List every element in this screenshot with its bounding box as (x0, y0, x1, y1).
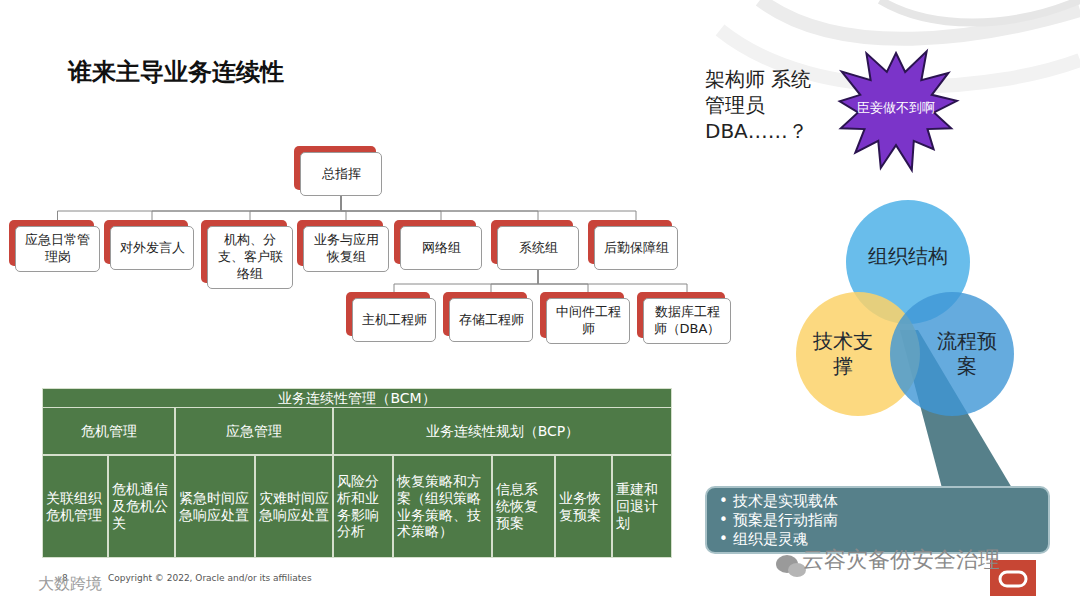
table-cell: 灾难时间应急响应处置 (255, 455, 333, 558)
cell-text: 重建和回退计划 (616, 481, 668, 531)
table-cell: 应急管理 (175, 407, 333, 455)
star-shape (840, 51, 957, 170)
node-label: 对外发言人 (120, 240, 185, 257)
table-cell: 业务恢复预案 (555, 455, 612, 558)
table-header: 业务连续性管理（BCM） (42, 388, 672, 408)
role-question: 架构师 系统管理员 DBA……？ (705, 66, 817, 144)
wechat-icon (776, 555, 806, 577)
org-box: 系统组 (497, 226, 579, 270)
node-label: 数据库工程师（DBA） (650, 304, 724, 338)
org-connector (394, 270, 538, 298)
cell-text: 恢复策略和方案（组织策略业务策略、技术策略） (397, 473, 488, 540)
org-box: 存储工程师 (449, 298, 533, 342)
org-box: 数据库工程师（DBA） (643, 298, 731, 344)
burst-star: 臣妾做不到啊 (828, 42, 964, 174)
watermark: 云容灾备份安全治理 (802, 546, 1000, 575)
org-box: 网络组 (400, 226, 482, 270)
table-cell: 紧急时间应急响应处置 (175, 455, 255, 558)
org-box: 中间件工程师 (546, 298, 630, 344)
node-label: 应急日常管理岗 (22, 232, 93, 266)
table-cell: 危机通信及危机公关 (108, 455, 175, 558)
cell-text: 应急管理 (226, 423, 282, 440)
org-box: 后勤保障组 (594, 226, 678, 270)
org-connector (491, 270, 538, 298)
cell-text: 危机通信及危机公关 (112, 481, 171, 531)
node-label: 机构、分支、客户联络组 (214, 232, 286, 283)
bullet-text: • 组织是灵魂 (719, 530, 1036, 549)
table-cell: 业务连续性规划（BCP） (333, 407, 672, 455)
venn-circle: 流程预案 (890, 292, 1014, 416)
cell-text: 业务连续性管理（BCM） (278, 390, 435, 407)
node-label: 臣妾做不到啊 (857, 99, 935, 117)
table-cell: 信息系统恢复预案 (492, 455, 555, 558)
cell-text: 业务连续性规划（BCP） (426, 423, 580, 440)
node-label: 中间件工程师 (553, 304, 623, 338)
cell-text: 危机管理 (81, 423, 137, 440)
slide-title: 谁来主导业务连续性 (68, 56, 284, 88)
table-cell: 关联组织危机管理 (42, 455, 108, 558)
org-box: 主机工程师 (352, 298, 436, 342)
org-box: 机构、分支、客户联络组 (207, 226, 293, 289)
node-label: 组织结构 (868, 244, 948, 269)
node-label: 总指挥 (322, 166, 361, 183)
org-box: 业务与应用恢复组 (303, 226, 389, 272)
node-label: 网络组 (422, 240, 461, 257)
node-label: 存储工程师 (459, 312, 524, 329)
node-label: 业务与应用恢复组 (310, 232, 382, 266)
bullet-text: • 技术是实现载体 (719, 492, 1036, 511)
cell-text: 风险分析和业务影响分析 (337, 473, 389, 540)
org-connector (58, 196, 342, 226)
node-label: 主机工程师 (362, 312, 427, 329)
table-cell: 风险分析和业务影响分析 (333, 455, 393, 558)
table-cell: 恢复策略和方案（组织策略业务策略、技术策略） (393, 455, 492, 558)
node-label: 后勤保障组 (604, 240, 669, 257)
org-box: 对外发言人 (110, 226, 194, 270)
table-cell: 重建和回退计划 (612, 455, 672, 558)
node-label: 流程预案 (934, 329, 1000, 379)
org-box: 总指挥 (300, 152, 382, 196)
cell-text: 紧急时间应急响应处置 (179, 490, 251, 524)
org-connector (152, 196, 341, 226)
copyright: Copyright © 2022, Oracle and/or its affi… (108, 573, 312, 585)
cell-text: 灾难时间应急响应处置 (259, 490, 329, 524)
node-label: 技术支撑 (810, 329, 876, 379)
org-connector (341, 196, 636, 226)
callout-box: • 技术是实现载体• 预案是行动指南• 组织是灵魂 (705, 486, 1050, 554)
cell-text: 关联组织危机管理 (46, 490, 104, 524)
org-connector (538, 270, 687, 298)
org-connector (250, 196, 341, 226)
table-cell: 危机管理 (42, 407, 175, 455)
cell-text: 信息系统恢复预案 (496, 481, 551, 531)
cell-text: 业务恢复预案 (559, 490, 608, 524)
bullet-text: • 预案是行动指南 (719, 511, 1036, 530)
watermark: 大数跨境 (38, 574, 102, 595)
org-box: 应急日常管理岗 (15, 226, 100, 272)
node-label: 系统组 (519, 240, 558, 257)
